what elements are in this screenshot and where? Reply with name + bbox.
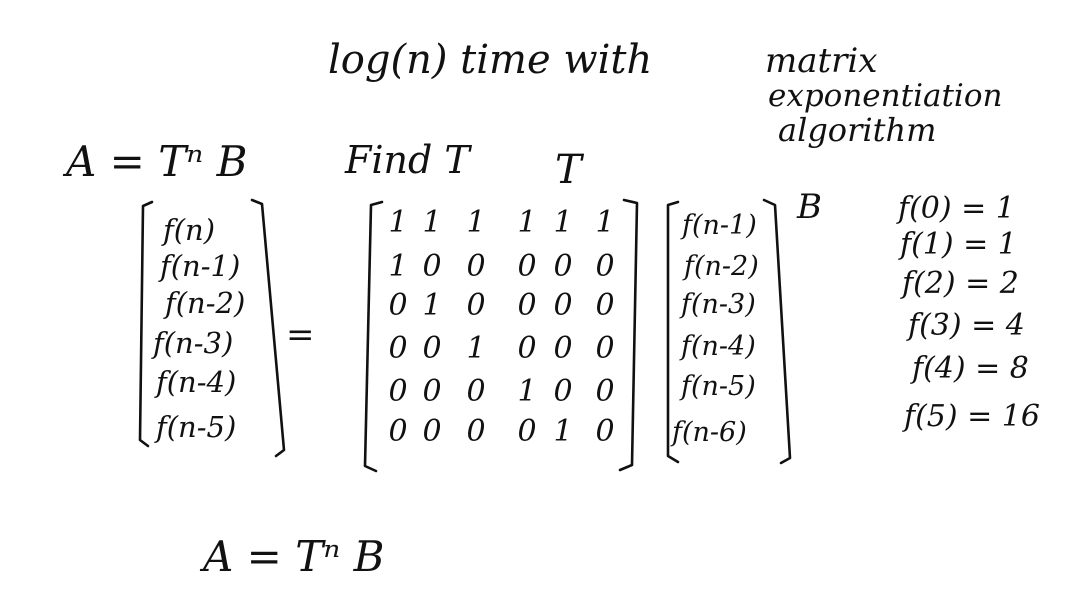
base-case: f(1) = 1 xyxy=(898,227,1017,262)
matrix-cell: 0 xyxy=(422,331,441,366)
matrix-cell: 0 xyxy=(553,249,572,284)
vector-a-entry: f(n-2) xyxy=(163,286,245,320)
matrix-cell: 0 xyxy=(422,374,441,409)
vector-b-entry: f(n-4) xyxy=(679,331,756,362)
matrix-cell: 0 xyxy=(595,288,614,323)
matrix-cell: 0 xyxy=(388,288,407,323)
vector-a-entry: f(n) xyxy=(161,213,215,247)
vector-b-left-bracket xyxy=(666,200,680,464)
matrix-cell: 0 xyxy=(595,249,614,284)
vector-a-entry: f(n-5) xyxy=(154,410,236,444)
base-case: f(5) = 16 xyxy=(902,399,1040,434)
vector-b-entry: f(n-5) xyxy=(679,371,756,402)
matrix-cell: 0 xyxy=(388,331,407,366)
matrix-cell: 0 xyxy=(388,374,407,409)
matrix-t-left-bracket xyxy=(363,200,384,473)
matrix-cell: 1 xyxy=(517,205,536,240)
matrix-cell: 0 xyxy=(466,249,485,284)
vector-a-right-bracket xyxy=(250,198,286,458)
vector-a-left-bracket xyxy=(138,200,154,448)
base-case: f(4) = 8 xyxy=(910,351,1029,386)
top-equation: A = Tⁿ B xyxy=(62,137,247,186)
matrix-cell: 0 xyxy=(553,288,572,323)
matrix-cell: 1 xyxy=(466,331,485,366)
matrix-cell: 1 xyxy=(422,288,441,323)
heading-algorithm: algorithm xyxy=(778,111,936,149)
matrix-cell: 1 xyxy=(553,205,572,240)
vector-b-entry: f(n-1) xyxy=(680,210,757,241)
matrix-cell: 0 xyxy=(466,374,485,409)
matrix-cell: 0 xyxy=(466,288,485,323)
matrix-cell: 0 xyxy=(422,249,441,284)
matrix-cell: 0 xyxy=(466,414,485,449)
matrix-cell: 0 xyxy=(517,414,536,449)
vector-b-entry: f(n-6) xyxy=(670,417,747,448)
matrix-cell: 1 xyxy=(388,249,407,284)
heading-line-1: log(n) time with xyxy=(328,37,652,83)
matrix-cell: 0 xyxy=(517,249,536,284)
vector-b-entry: f(n-3) xyxy=(679,289,756,320)
matrix-cell: 0 xyxy=(388,414,407,449)
vector-b-right-bracket xyxy=(762,198,792,465)
base-case: f(3) = 4 xyxy=(906,308,1025,343)
matrix-cell: 0 xyxy=(595,414,614,449)
t-matrix-label: T xyxy=(555,147,585,193)
matrix-cell: 0 xyxy=(517,331,536,366)
matrix-cell: 1 xyxy=(553,414,572,449)
matrix-cell: 0 xyxy=(517,288,536,323)
matrix-cell: 1 xyxy=(388,205,407,240)
matrix-cell: 1 xyxy=(466,205,485,240)
vector-a-entry: f(n-3) xyxy=(151,326,233,360)
base-case: f(2) = 2 xyxy=(900,266,1019,301)
vector-a-entry: f(n-1) xyxy=(158,249,240,283)
matrix-cell: 0 xyxy=(553,331,572,366)
base-cases: f(0) = 1 f(1) = 1 f(2) = 2 f(3) = 4 f(4)… xyxy=(896,191,1040,434)
matrix-cell: 0 xyxy=(553,374,572,409)
find-t-label: Find T xyxy=(344,138,472,182)
vector-a: f(n) f(n-1) f(n-2) f(n-3) f(n-4) f(n-5) xyxy=(138,198,286,458)
matrix-cell: 0 xyxy=(595,331,614,366)
equals-sign: = xyxy=(286,315,315,355)
b-vector-label: B xyxy=(796,187,822,227)
heading-exponentiation: exponentiation xyxy=(768,78,1002,114)
matrix-cell: 1 xyxy=(517,374,536,409)
heading-matrix: matrix xyxy=(765,41,877,81)
vector-a-entry: f(n-4) xyxy=(154,365,236,399)
matrix-cell: 1 xyxy=(595,205,614,240)
vector-b-entry: f(n-2) xyxy=(682,251,759,282)
matrix-t-right-bracket xyxy=(618,198,639,472)
matrix-cell: 0 xyxy=(595,374,614,409)
matrix-cell: 1 xyxy=(422,205,441,240)
bottom-equation: A = Tⁿ B xyxy=(199,532,384,581)
vector-b: f(n-1) f(n-2) f(n-3) f(n-4) f(n-5) f(n-6… xyxy=(666,198,792,465)
base-case: f(0) = 1 xyxy=(896,191,1015,226)
matrix-cell: 0 xyxy=(422,414,441,449)
